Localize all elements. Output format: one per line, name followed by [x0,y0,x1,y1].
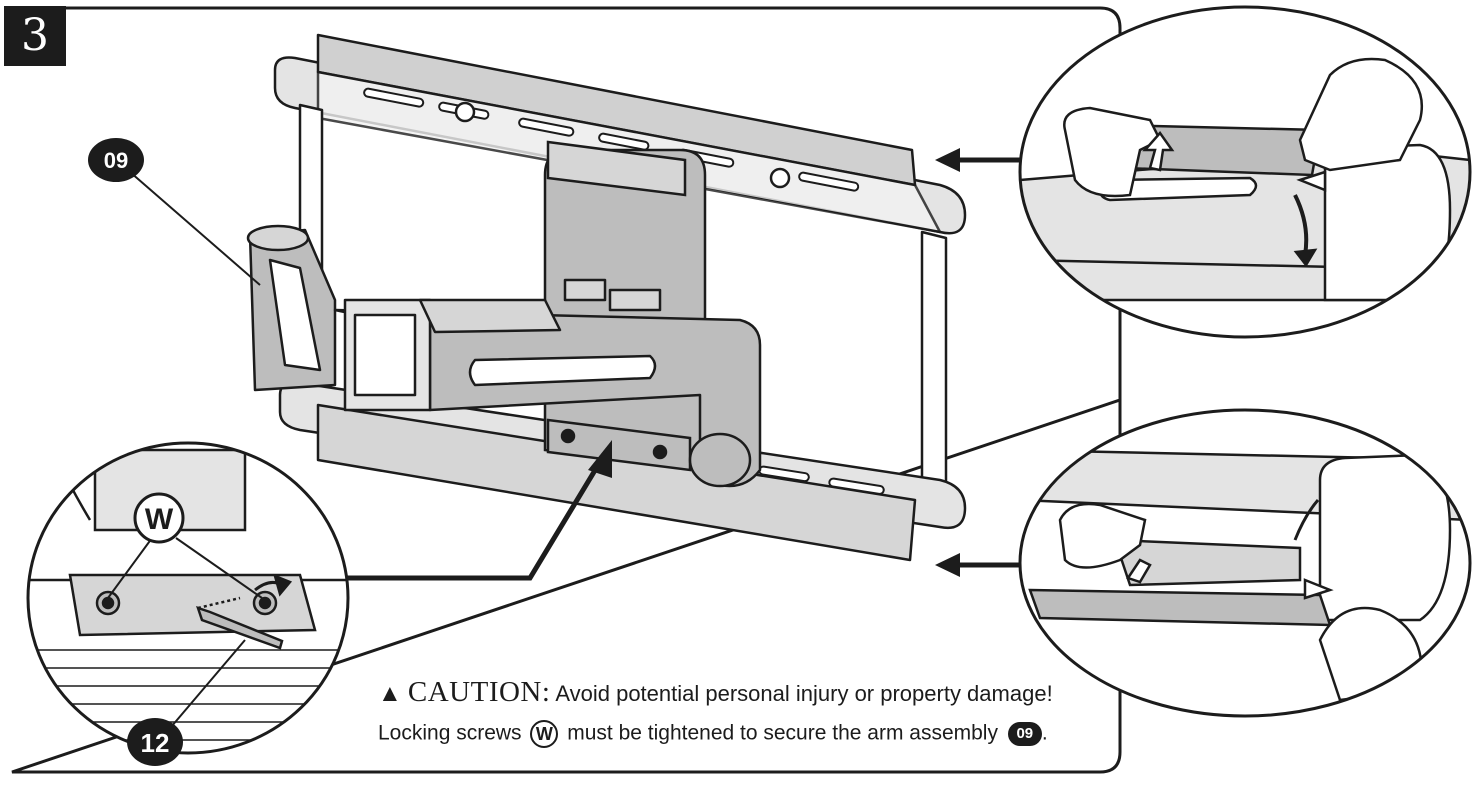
inset-bottom-right [1018,408,1472,718]
caution-line2-end: . [1041,721,1048,745]
arrow-right-icon [935,148,1025,577]
caution-line2-before: Locking screws [378,721,522,745]
callout-09: 09 [88,138,261,286]
arrow-up-icon [1142,130,1175,172]
inset-top-right [1018,5,1472,339]
arm-part-symbol: 09 [1007,722,1042,746]
caution-message: Avoid potential personal injury or prope… [555,681,1053,706]
locking-screw-callout: W [145,503,174,536]
caution-heading: CAUTION: [407,676,551,708]
arm-assembly [246,224,762,488]
locking-screw-symbol: W [530,720,559,748]
warning-triangle-icon: ▲ [378,680,402,707]
caution-line2-after: must be tightened to secure the arm asse… [567,721,998,745]
panel-frame [11,6,1122,774]
callout-09-label: 09 [104,148,128,173]
caution-line1: ▲ CAUTION: Avoid potential personal inju… [378,676,1078,710]
detail-leader [345,460,603,581]
hex-key-icon [196,606,284,650]
inset-bottom-left: W 12 [26,441,350,766]
caution-note: ▲ CAUTION: Avoid potential personal inju… [378,676,1078,748]
caution-line2: Locking screws W must be tightened to se… [378,720,1078,748]
callout-12-label: 12 [141,728,170,758]
step-number-badge: 3 [4,6,66,66]
